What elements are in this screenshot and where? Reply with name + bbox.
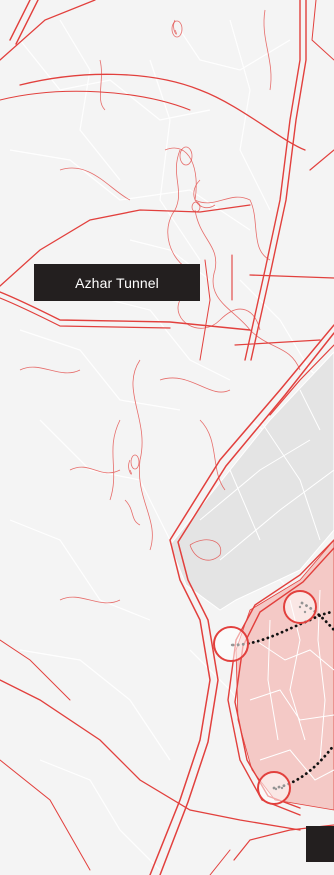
- tunnel-endpoint-marker[interactable]: [213, 626, 249, 662]
- tunnel-endpoint-marker[interactable]: [257, 771, 291, 805]
- developed-area: [169, 351, 334, 611]
- tunnel-label-text: Azhar Tunnel: [75, 274, 159, 291]
- developed-area-streets: [199, 389, 334, 561]
- contour-loop: [130, 454, 140, 470]
- corner-label-box: [306, 826, 334, 862]
- tunnel-label: Azhar Tunnel: [34, 264, 200, 301]
- contour-loop: [171, 20, 183, 38]
- tunnel-endpoint-marker[interactable]: [283, 590, 317, 624]
- contour-loop: [179, 146, 193, 166]
- contour-lines: [19, 9, 301, 604]
